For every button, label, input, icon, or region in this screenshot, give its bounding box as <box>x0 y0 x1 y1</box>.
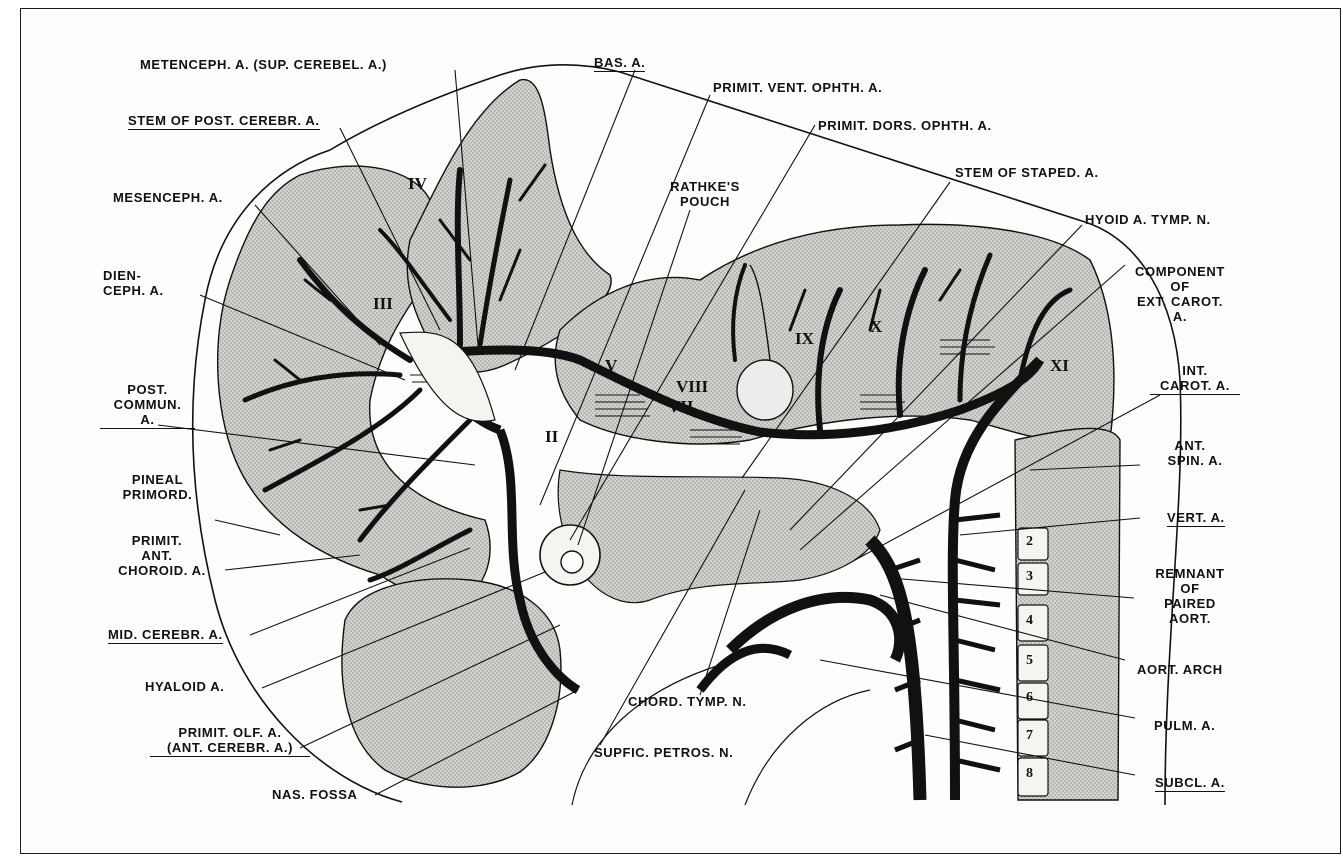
nerve-label-x: X <box>870 318 882 336</box>
label-pineal-primord: PRIMORD. <box>110 487 205 502</box>
segment-number: 4 <box>1026 613 1033 629</box>
nerve-label-iii: III <box>373 295 393 313</box>
segment-number: 6 <box>1026 690 1033 706</box>
label-int-carot-artery: CAROT. A. <box>1150 378 1240 395</box>
label-dien: DIEN- <box>103 268 141 283</box>
label-ext-carot: EXT. CAROT. <box>1120 294 1240 309</box>
label-commun: COMMUN. <box>100 397 195 412</box>
label-ext-carot-a: A. <box>1120 309 1240 324</box>
label-hyoid-tymp-n: HYOID A. TYMP. N. <box>1085 212 1211 227</box>
label-chord-tymp-n: CHORD. TYMP. N. <box>628 694 747 709</box>
segment-number: 2 <box>1026 534 1033 550</box>
label-mid-cerebr-artery: MID. CEREBR. A. <box>108 627 223 644</box>
nerve-label-iv: IV <box>408 175 427 193</box>
segment-number: 3 <box>1026 569 1033 585</box>
nerve-label-ii: II <box>545 428 558 446</box>
segment-number: 8 <box>1026 766 1033 782</box>
nerve-label-v: V <box>605 357 617 375</box>
label-subcl-artery: SUBCL. A. <box>1155 775 1225 792</box>
dorsal-aorta <box>870 540 920 800</box>
label-ant-spin: ANT. <box>1155 438 1225 453</box>
label-remnant-of: OF <box>1140 581 1240 596</box>
label-stem-post-cerebr-artery: STEM OF POST. CEREBR. A. <box>128 113 320 130</box>
label-nas-fossa: NAS. FOSSA <box>272 787 357 802</box>
nerve-label-viii: VIII <box>676 378 708 396</box>
label-aort-arch: AORT. ARCH <box>1137 662 1223 677</box>
label-vert-artery: VERT. A. <box>1167 510 1225 527</box>
label-mesenceph-artery: MESENCEPH. A. <box>113 190 223 205</box>
label-paired-aort: AORT. <box>1140 611 1240 626</box>
label-post-commun-a: A. <box>100 412 195 429</box>
label-primit: PRIMIT. <box>102 533 212 548</box>
label-supfic-petros-n: SUPFIC. PETROS. N. <box>594 745 733 760</box>
label-primit-olf-artery: PRIMIT. OLF. A. <box>150 725 310 740</box>
hindbrain-region <box>555 224 1114 444</box>
label-metenceph-artery: METENCEPH. A. (SUP. CEREBEL. A.) <box>140 57 387 72</box>
label-primit-dors-ophth-artery: PRIMIT. DORS. OPHTH. A. <box>818 118 992 133</box>
nerve-label-vii: VII <box>668 398 694 416</box>
label-post: POST. <box>100 382 195 397</box>
label-ant: ANT. <box>102 548 212 563</box>
otic-vesicle <box>737 360 793 420</box>
segment-number: 5 <box>1026 653 1033 669</box>
label-ant-spin-artery: SPIN. A. <box>1155 453 1235 468</box>
label-paired: PAIRED <box>1140 596 1240 611</box>
label-hyaloid-artery: HYALOID A. <box>145 679 224 694</box>
label-remnant: REMNANT <box>1140 566 1240 581</box>
label-pineal: PINEAL <box>110 472 205 487</box>
label-bas-artery: BAS. A. <box>594 55 645 72</box>
segment-number: 7 <box>1026 728 1033 744</box>
label-dienceph-artery: CEPH. A. <box>103 283 164 298</box>
label-rathkes-pouch: POUCH <box>660 194 750 209</box>
label-choroid-artery: CHOROID. A. <box>102 563 222 578</box>
label-pulm-artery: PULM. A. <box>1154 718 1215 733</box>
label-component: COMPONENT <box>1120 264 1240 279</box>
pharynx-wall-lower <box>745 690 870 805</box>
label-stem-staped-artery: STEM OF STAPED. A. <box>955 165 1099 180</box>
label-of: OF <box>1120 279 1240 294</box>
lens-vesicle <box>561 551 583 573</box>
label-rathkes: RATHKE'S <box>660 179 750 194</box>
label-ant-cerebr-artery: (ANT. CEREBR. A.) <box>150 740 310 757</box>
nerve-label-xi: XI <box>1050 357 1069 375</box>
label-primit-vent-ophth-artery: PRIMIT. VENT. OPHTH. A. <box>713 80 882 95</box>
nerve-label-ix: IX <box>795 330 814 348</box>
label-int: INT. <box>1150 363 1240 378</box>
